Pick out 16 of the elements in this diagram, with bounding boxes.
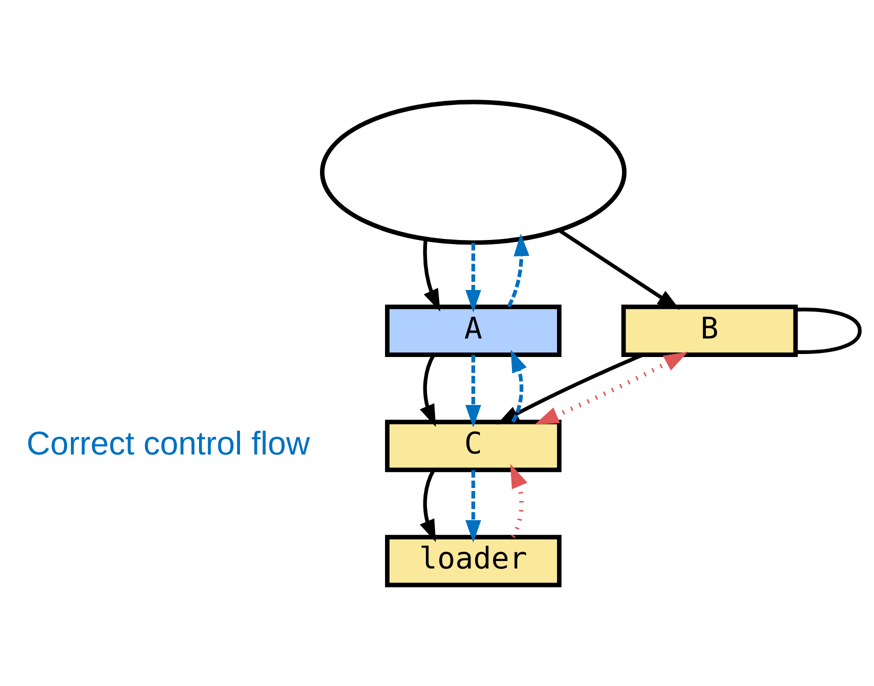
node-box: C (385, 419, 562, 472)
node-box: B (621, 304, 798, 356)
node-cloud (320, 99, 627, 244)
label: Correct control flow (26, 424, 310, 461)
arrow (510, 349, 527, 422)
connector (796, 307, 862, 354)
arrow (558, 228, 680, 310)
arrow (423, 238, 440, 312)
node-box: loader (385, 534, 562, 587)
arrow (465, 470, 482, 542)
arrow (507, 233, 530, 307)
arrow (534, 351, 688, 424)
node-box: A (385, 304, 562, 356)
arrow (465, 354, 482, 427)
arrow (510, 463, 528, 538)
arrow (465, 242, 482, 312)
